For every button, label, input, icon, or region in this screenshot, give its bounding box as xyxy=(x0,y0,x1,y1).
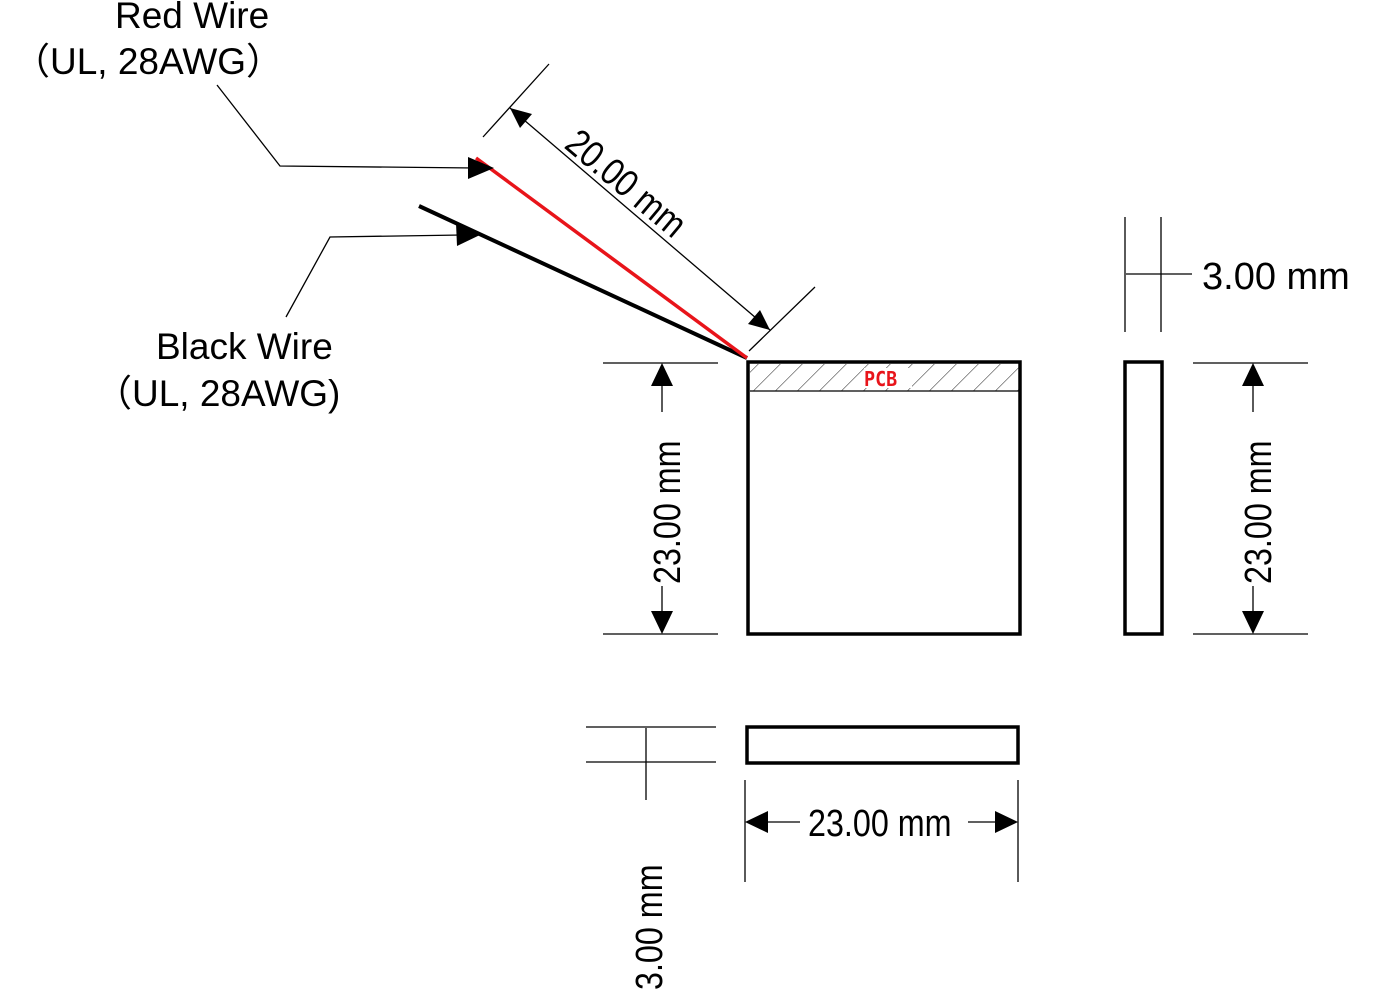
black-wire-label: Black Wire xyxy=(156,326,333,367)
red-wire-spec: （UL, 28AWG） xyxy=(13,41,283,82)
bottom-width-arrow-left xyxy=(745,811,768,833)
black-wire-leader xyxy=(285,223,482,318)
wire-length-value: 20.00 mm xyxy=(557,121,694,245)
side-height-arrow-bottom xyxy=(1242,611,1264,634)
side-height-value: 23.00 mm xyxy=(1238,440,1280,584)
bottom-width-value: 23.00 mm xyxy=(808,803,952,845)
black-wire-leader-arrow xyxy=(456,223,482,246)
wire-length-arrow-start xyxy=(510,108,532,128)
red-wire-label: Red Wire xyxy=(115,0,269,36)
black-wire-spec: （UL, 28AWG) xyxy=(95,373,340,414)
bottom-view-outline xyxy=(745,725,1020,765)
side-view xyxy=(1123,360,1164,636)
red-wire-leader-arrow xyxy=(468,157,494,179)
front-height-arrow-bottom xyxy=(651,611,673,634)
red-wire-leader xyxy=(216,84,494,179)
bottom-view xyxy=(745,725,1020,765)
wires xyxy=(418,156,749,360)
front-height-dimension: 23.00 mm xyxy=(603,362,718,635)
bottom-width-dimension: 23.00 mm xyxy=(744,780,1019,882)
pcb-label: PCB xyxy=(864,367,897,391)
bottom-thickness-value: 3.00 mm xyxy=(629,864,671,990)
front-view: PCB xyxy=(746,360,1022,636)
front-height-arrow-top xyxy=(651,363,673,386)
side-height-arrow-top xyxy=(1242,363,1264,386)
wire-length-dimension: 20.00 mm xyxy=(482,63,816,352)
pcb-label-bg xyxy=(864,368,912,388)
bottom-width-arrow-right xyxy=(995,811,1018,833)
side-view-outline xyxy=(1123,360,1164,636)
front-height-value: 23.00 mm xyxy=(647,440,689,584)
side-thickness-dimension: 3.00 mm xyxy=(1124,217,1350,332)
wire-length-arrow-end xyxy=(748,310,770,330)
side-height-dimension: 23.00 mm xyxy=(1193,362,1308,635)
bottom-thickness-dimension: 3.00 mm xyxy=(586,726,716,990)
red-wire xyxy=(474,156,749,360)
front-view-outline xyxy=(746,360,1022,636)
side-thickness-value: 3.00 mm xyxy=(1202,256,1350,298)
